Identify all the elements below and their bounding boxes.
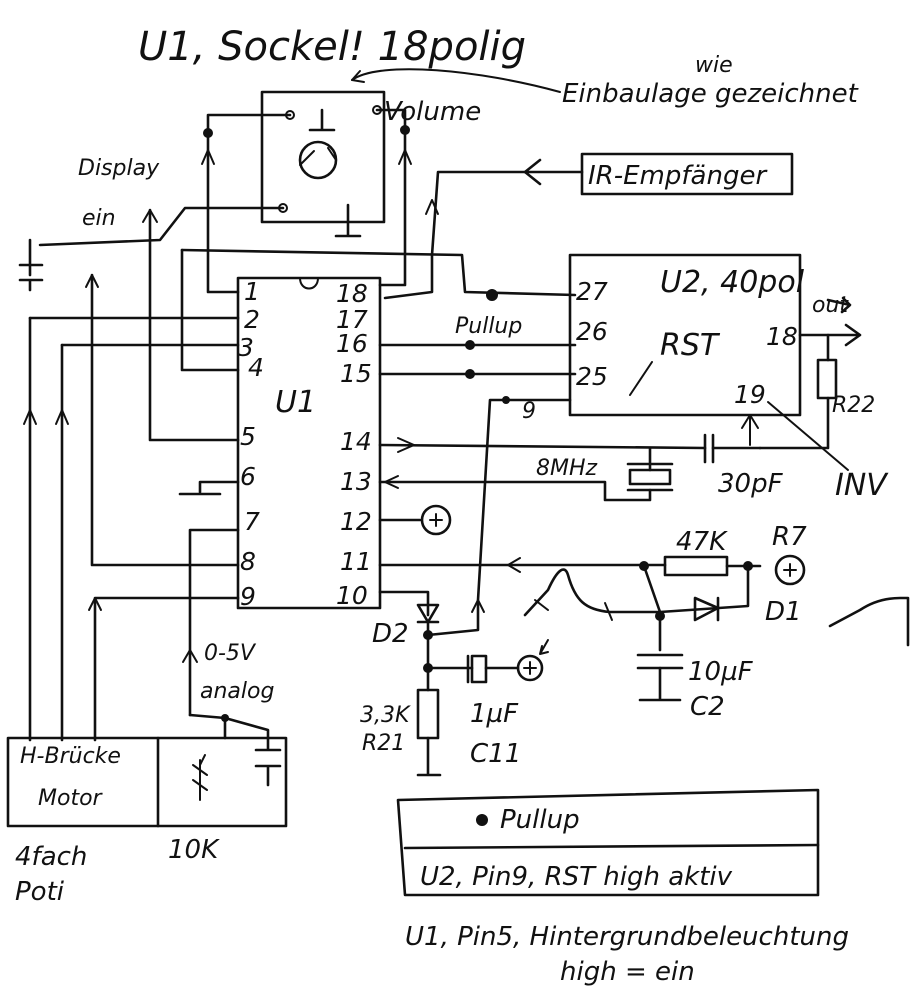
bottom-note-1: U1, Pin5, Hintergrundbeleuchtung [405,922,849,952]
u1-left-pins: 1 2 3 4 5 6 7 8 9 [238,277,264,611]
einbaulage-arrow [351,68,561,93]
legend-pullup: Pullup [500,805,580,835]
poti-4fach-label: 4fach [15,842,87,872]
einbaulage-note: Einbaulage gezeichnet [562,79,859,109]
u1-pin-5: 5 [240,422,256,451]
u1-label: U1 [275,385,316,420]
ir-receiver-box [580,152,794,196]
u2-pin-27: 27 [576,277,608,306]
u1-pin-4: 4 [248,353,264,382]
ir-label: IR-Empfänger [588,161,768,191]
u1-pin-11: 11 [340,547,372,576]
poti-label: Poti [15,877,65,907]
u1-pin-15: 15 [340,359,372,388]
bottom-note-2: high = ein [560,957,695,987]
u2-pin-18: 18 [766,322,798,351]
plus-r7-icon [774,554,806,586]
inv-label: INV [835,468,889,503]
title: U1, Sockel! 18polig [138,24,526,70]
legend-box [396,788,820,897]
r21-value-label: 3,3K [360,703,411,728]
r47-label: 47K [676,527,728,557]
analog-05v-label: 0-5V [204,641,257,666]
r47-resistor [663,555,729,577]
u1-pin-18: 18 [336,279,368,308]
u1-pin-1: 1 [244,277,260,306]
volume-label: Volume [384,97,481,127]
r22-label: R22 [832,393,875,418]
motor-label: Motor [38,786,104,811]
legend-rst: U2, Pin9, RST high aktiv [420,862,733,892]
u2-rst-label: RST [660,328,721,363]
u1-pin-10: 10 [336,581,368,610]
d2-label: D2 [372,619,409,649]
analog-label: analog [200,679,274,704]
u1-pin-6: 6 [240,462,256,491]
u1-pin-8: 8 [240,547,256,576]
u2-label: U2, 40pol [660,265,805,300]
u1-pin-12: 12 [340,507,372,536]
hbridge-label: H-Brücke [20,744,121,769]
u1-pin-3: 3 [238,333,254,362]
c11-value-label: 1µF [470,699,519,729]
u1-pin-7: 7 [244,507,260,536]
einbaulage-insert: wie [695,53,733,78]
r7-label: R7 [772,522,807,552]
display-ein-label: ein [82,206,116,231]
u2-pin-25: 25 [576,362,608,391]
d1-label: D1 [765,597,802,627]
u2-pin-9: 9 [522,399,536,424]
u1-pin-17: 17 [336,305,368,334]
u1-chip [236,276,382,610]
c2-label: C2 [690,692,725,722]
display-label: Display [78,156,160,181]
volume-poti-box [260,90,386,224]
u1-pin-2: 2 [244,305,260,334]
c11-label: C11 [470,739,521,769]
cap10-label: 10µF [688,657,754,687]
out-label: out [812,293,849,318]
xtal-label: 8MHz [536,456,598,481]
pullup-small-label: Pullup [455,314,522,339]
u1-pin-9: 9 [240,582,256,611]
crystal [628,468,672,486]
r21-label: R21 [362,731,405,756]
u1-pin-16: 16 [336,329,368,358]
u1-right-pins: 18 17 16 15 14 13 12 11 10 [336,279,372,610]
cap30-label: 30pF [718,469,784,499]
hbridge-box [6,736,288,828]
plus-pin12-icon [420,504,452,536]
plus-c11-icon [516,654,544,682]
r21-resistor [416,688,440,740]
pot-10k-label: 10K [168,835,220,865]
u2-pin-26: 26 [576,317,608,346]
u1-pin-14: 14 [340,427,372,456]
u2-pin-19: 19 [734,380,766,409]
u1-pin-13: 13 [340,467,372,496]
